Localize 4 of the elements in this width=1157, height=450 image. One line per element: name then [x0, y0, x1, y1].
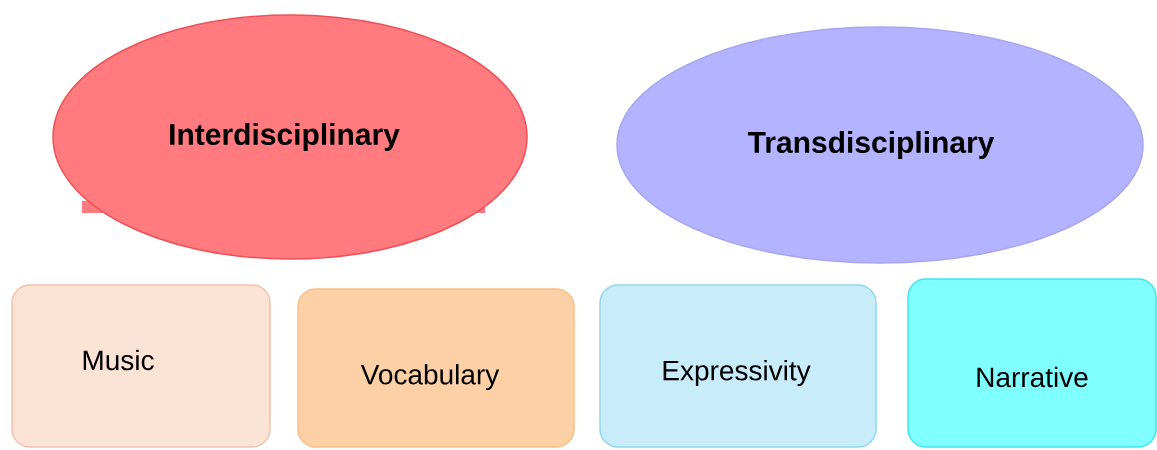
rounded-box: Music	[11, 284, 271, 448]
rounded-box: Vocabulary	[297, 288, 575, 448]
rounded-box: Narrative	[907, 278, 1157, 448]
rounded-box: Expressivity	[599, 284, 877, 448]
